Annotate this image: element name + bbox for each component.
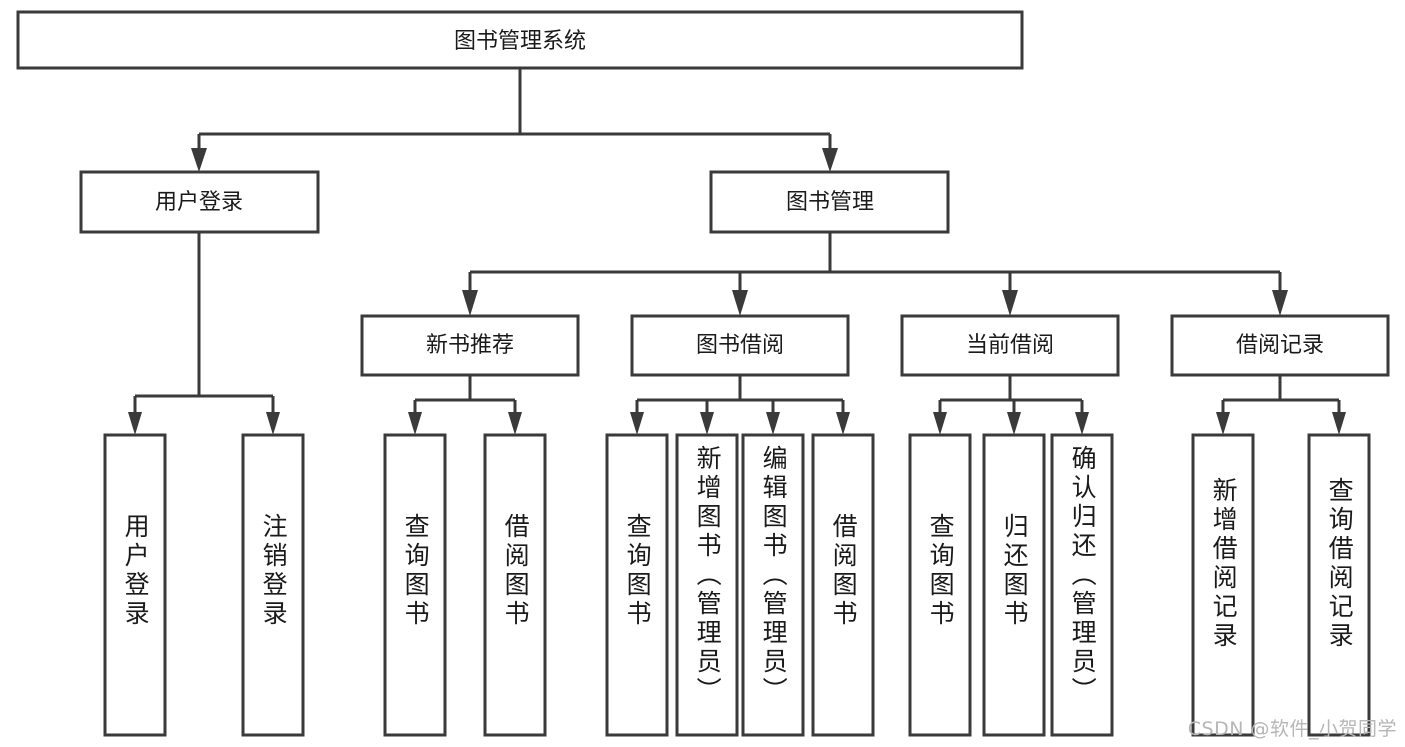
node-book-manage-box[interactable] [709, 170, 950, 234]
connector-book-borrow-spine [635, 375, 845, 418]
node-new-book-recommend-box[interactable] [360, 314, 580, 377]
arrow-to-leaf-add-borrow-record [1216, 412, 1230, 435]
node-borrow-record-label: 借阅记录 [1236, 333, 1324, 358]
arrow-to-leaf-return-book [1007, 412, 1021, 435]
node-book-borrow-box[interactable] [630, 314, 850, 377]
node-current-borrow-box[interactable] [900, 314, 1120, 377]
arrow-to-borrow-record [1272, 290, 1288, 316]
node-root-label: 图书管理系统 [454, 29, 586, 54]
arrow-to-current-borrow [1002, 290, 1018, 316]
node-book-manage[interactable]: 图书管理 [709, 170, 950, 234]
leaf-query-borrow-record-box[interactable] [1307, 433, 1371, 737]
arrow-to-leaf-user-login [128, 412, 142, 435]
node-root[interactable]: 图书管理系统 [16, 10, 1024, 70]
leaf-return-book-box[interactable] [982, 433, 1046, 737]
leaf-query-book-borrow-box[interactable] [605, 433, 669, 737]
leaf-user-login-box[interactable] [103, 433, 167, 737]
leaf-confirm-return-admin-box[interactable] [1050, 433, 1114, 737]
connector-new-book-recommend-spine [413, 375, 517, 418]
arrow-to-book-borrow [732, 290, 748, 316]
connector-borrow-record-spine [1221, 375, 1341, 418]
arrow-to-book-manage [822, 148, 838, 172]
node-borrow-record[interactable]: 借阅记录 [1170, 314, 1390, 377]
arrow-to-leaf-query-book-recommend [408, 412, 422, 435]
node-new-book-recommend[interactable]: 新书推荐 [360, 314, 580, 377]
arrow-to-leaf-add-book-admin [700, 412, 714, 435]
node-borrow-record-box[interactable] [1170, 314, 1390, 377]
arrow-to-leaf-query-book-current [933, 412, 947, 435]
connectors-layer [128, 68, 1346, 435]
leaf-query-book-recommend-box[interactable] [383, 433, 447, 737]
node-root-box[interactable] [16, 10, 1024, 70]
arrow-to-user-login [191, 148, 207, 172]
node-book-borrow-label: 图书借阅 [696, 333, 784, 358]
arrow-to-leaf-confirm-return-admin [1075, 412, 1089, 435]
leaf-borrow-book-recommend-box[interactable] [483, 433, 547, 737]
node-current-borrow-label: 当前借阅 [966, 333, 1054, 358]
leaf-borrow-book-box[interactable] [811, 433, 875, 737]
arrow-to-leaf-query-book-borrow [630, 412, 644, 435]
connector-root-spine [197, 68, 832, 158]
arrow-to-leaf-borrow-book-recommend [508, 412, 522, 435]
arrow-to-leaf-logout [266, 412, 280, 435]
node-new-book-recommend-label: 新书推荐 [426, 333, 514, 358]
connector-book-manage-spine [468, 232, 1282, 296]
node-user-login-label: 用户登录 [155, 190, 243, 215]
connector-user-login-spine [133, 232, 275, 418]
node-book-manage-label: 图书管理 [786, 190, 874, 215]
leaf-edit-book-admin-box[interactable] [741, 433, 805, 737]
csdn-watermark: CSDN @软件_小贺同学 [1187, 718, 1397, 740]
node-book-borrow[interactable]: 图书借阅 [630, 314, 850, 377]
node-current-borrow[interactable]: 当前借阅 [900, 314, 1120, 377]
leaf-query-book-current-box[interactable] [908, 433, 972, 737]
leaf-logout-box[interactable] [241, 433, 305, 737]
arrow-to-leaf-query-borrow-record [1332, 412, 1346, 435]
node-user-login[interactable]: 用户登录 [79, 170, 320, 234]
arrow-to-leaf-edit-book-admin [766, 412, 780, 435]
arrow-to-leaf-borrow-book [836, 412, 850, 435]
connector-current-borrow-spine [938, 375, 1084, 418]
node-user-login-box[interactable] [79, 170, 320, 234]
leaf-add-book-admin-box[interactable] [675, 433, 739, 737]
leaf-add-borrow-record-box[interactable] [1191, 433, 1255, 737]
leaf-boxes-layer [103, 433, 1371, 737]
arrow-to-new-book-recommend [462, 290, 478, 316]
